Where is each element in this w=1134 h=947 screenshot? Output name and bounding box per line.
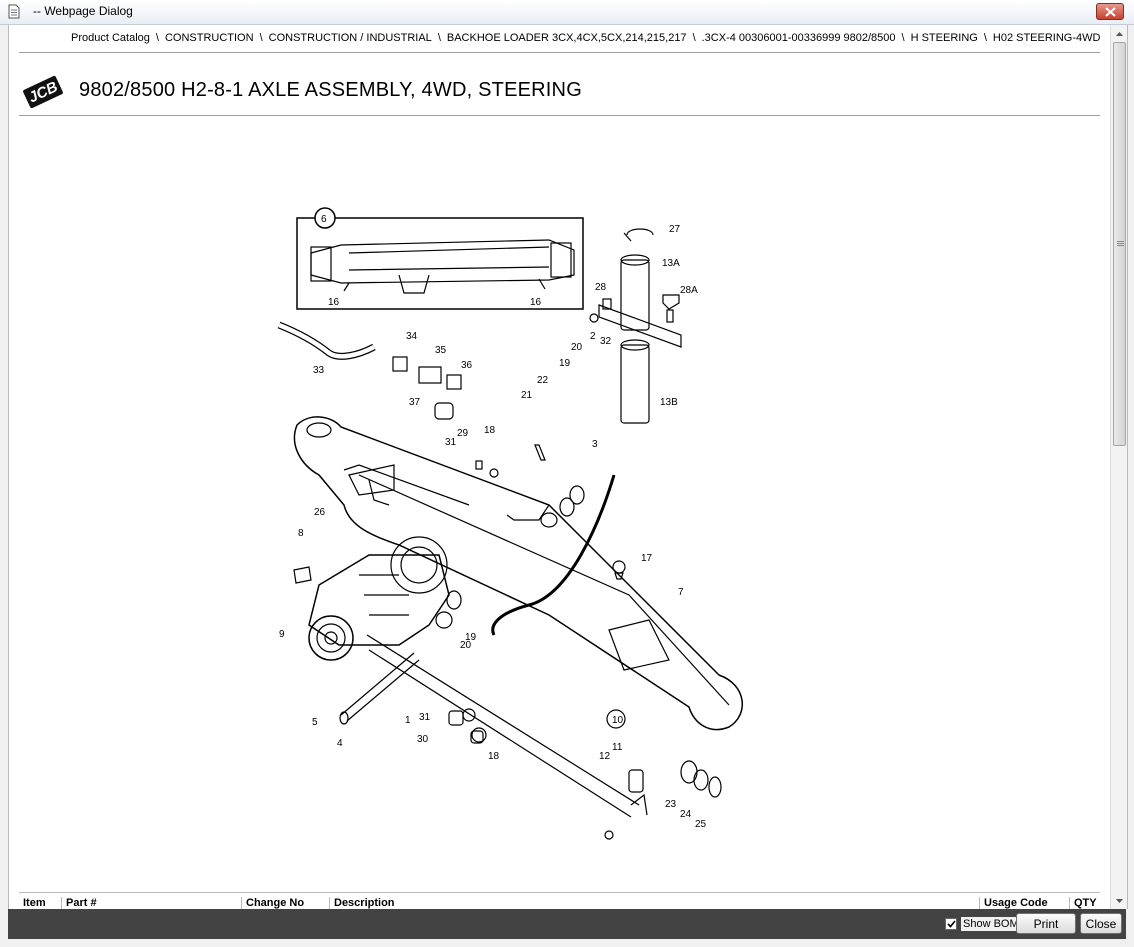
close-icon <box>1104 6 1116 17</box>
breadcrumb-item-backhoe-loader[interactable]: BACKHOE LOADER 3CX,4CX,5CX,214,215,217 <box>446 32 687 44</box>
bom-table-header: Item Part # Change No Description Usage … <box>19 892 1100 909</box>
scroll-down-arrow-icon <box>1116 898 1123 903</box>
svg-text:37: 37 <box>409 397 421 408</box>
svg-text:28: 28 <box>595 282 607 293</box>
svg-text:20: 20 <box>571 342 583 353</box>
dialog-footer: Show BOM Print Close <box>8 909 1126 939</box>
svg-text:8: 8 <box>298 528 304 539</box>
svg-text:18: 18 <box>484 425 496 436</box>
breadcrumb-separator: \ <box>437 32 441 44</box>
svg-text:10: 10 <box>612 715 624 726</box>
show-bom-label[interactable]: Show BOM <box>961 917 1021 931</box>
svg-text:16: 16 <box>328 297 340 308</box>
svg-text:36: 36 <box>461 360 473 371</box>
breadcrumb-item-construction-industrial[interactable]: CONSTRUCTION / INDUSTRIAL <box>268 32 432 44</box>
scroll-up-button[interactable] <box>1112 25 1127 42</box>
vertical-scrollbar[interactable] <box>1110 25 1127 909</box>
breadcrumb-separator: \ <box>692 32 696 44</box>
svg-text:18: 18 <box>488 751 500 762</box>
svg-text:3: 3 <box>592 439 598 450</box>
scroll-down-button[interactable] <box>1112 892 1127 909</box>
svg-text:4: 4 <box>337 738 343 749</box>
svg-text:13B: 13B <box>660 397 678 408</box>
svg-text:16: 16 <box>530 297 542 308</box>
svg-text:1: 1 <box>405 715 411 726</box>
svg-text:33: 33 <box>313 365 325 376</box>
svg-text:7: 7 <box>678 587 684 598</box>
page-title: 9802/8500 H2-8-1 AXLE ASSEMBLY, 4WD, STE… <box>79 79 582 101</box>
column-header-qty[interactable]: QTY <box>1069 897 1100 909</box>
svg-text:30: 30 <box>417 734 429 745</box>
window-titlebar: -- Webpage Dialog <box>0 0 1134 25</box>
window-title: -- Webpage Dialog <box>33 4 133 18</box>
grip-icon <box>1117 241 1124 242</box>
svg-text:23: 23 <box>665 799 677 810</box>
svg-text:25: 25 <box>695 819 707 830</box>
svg-text:19: 19 <box>559 358 571 369</box>
show-bom-checkbox[interactable] <box>945 918 957 930</box>
divider <box>19 115 1100 116</box>
page-icon <box>8 4 20 19</box>
svg-text:11: 11 <box>612 742 623 753</box>
svg-text:31: 31 <box>419 712 431 723</box>
breadcrumb: Product Catalog \ CONSTRUCTION \ CONSTRUCTIO… <box>71 32 1100 44</box>
jcb-logo: JCB <box>23 75 63 109</box>
scroll-up-arrow-icon <box>1116 31 1123 36</box>
divider <box>19 52 1100 53</box>
print-button[interactable]: Print <box>1016 913 1076 934</box>
svg-text:20: 20 <box>460 640 472 651</box>
column-header-description[interactable]: Description <box>329 897 979 909</box>
svg-text:26: 26 <box>314 507 326 518</box>
breadcrumb-separator: \ <box>901 32 905 44</box>
svg-text:17: 17 <box>641 553 653 564</box>
window-close-button[interactable] <box>1096 3 1124 20</box>
close-button[interactable]: Close <box>1080 913 1122 934</box>
breadcrumb-item-steering[interactable]: H STEERING <box>910 32 978 44</box>
svg-text:12: 12 <box>599 751 611 762</box>
svg-text:2: 2 <box>590 331 596 342</box>
checkmark-icon <box>946 920 956 928</box>
svg-text:6: 6 <box>321 214 327 225</box>
svg-text:32: 32 <box>600 336 612 347</box>
show-bom-toggle[interactable]: Show BOM <box>945 917 1021 931</box>
breadcrumb-separator: \ <box>155 32 159 44</box>
breadcrumb-separator: \ <box>259 32 263 44</box>
column-header-change-no[interactable]: Change No <box>241 897 329 909</box>
breadcrumb-item-product-catalog[interactable]: Product Catalog <box>71 32 150 44</box>
breadcrumb-item-model-range[interactable]: .3CX-4 00306001-00336999 9802/8500 <box>701 32 896 44</box>
svg-text:19: 19 <box>465 632 477 643</box>
column-header-part-number[interactable]: Part # <box>61 897 241 909</box>
svg-text:9: 9 <box>279 629 285 640</box>
svg-text:28A: 28A <box>680 285 698 296</box>
breadcrumb-item-steering-4wd[interactable]: H02 STEERING-4WD <box>992 32 1101 44</box>
dialog-content: Product Catalog \ CONSTRUCTION \ CONSTRUCTIO… <box>8 25 1128 909</box>
column-header-usage-code[interactable]: Usage Code <box>979 897 1069 909</box>
breadcrumb-separator: \ <box>983 32 987 44</box>
svg-text:22: 22 <box>537 375 549 386</box>
svg-text:27: 27 <box>669 224 681 235</box>
svg-text:5: 5 <box>312 717 318 728</box>
breadcrumb-item-construction[interactable]: CONSTRUCTION <box>164 32 254 44</box>
svg-text:34: 34 <box>406 331 418 342</box>
scrollbar-thumb[interactable] <box>1113 42 1126 446</box>
svg-text:13A: 13A <box>662 258 680 269</box>
svg-text:24: 24 <box>680 809 692 820</box>
svg-text:21: 21 <box>521 390 533 401</box>
column-header-item[interactable]: Item <box>23 897 46 909</box>
svg-text:29: 29 <box>457 428 469 439</box>
svg-text:31: 31 <box>445 437 457 448</box>
svg-text:35: 35 <box>435 345 447 356</box>
